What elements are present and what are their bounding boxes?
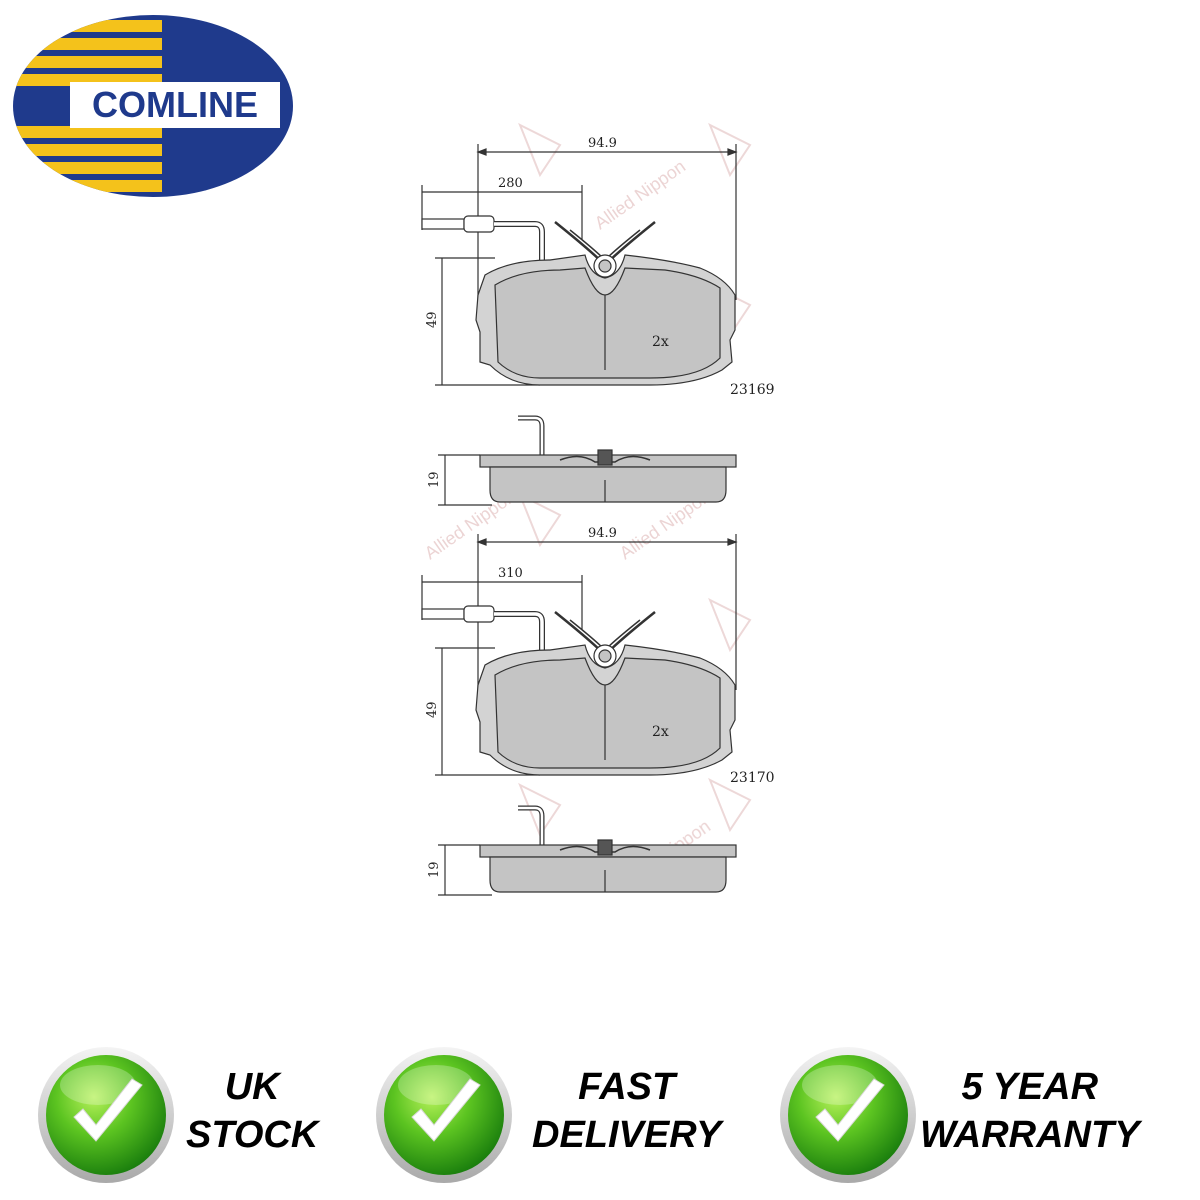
- pad-1-thickness-label: 19: [427, 471, 442, 488]
- check-circle-icon: [38, 1047, 174, 1183]
- pad-2-width-label: 94.9: [588, 526, 617, 541]
- pad-1-wire-label: 280: [498, 176, 523, 191]
- pad-1-front-view: [421, 144, 738, 386]
- badge-line-2: DELIVERY: [532, 1114, 722, 1156]
- pad-2-side-view: [438, 805, 737, 896]
- pad-2-front-view: [421, 534, 738, 776]
- badge-fast-delivery: FAST DELIVERY: [374, 1045, 764, 1185]
- badge-5-year-warranty: 5 YEAR WARRANTY: [778, 1045, 1168, 1185]
- pad-1-width-label: 94.9: [588, 136, 617, 151]
- badge-label: 5 YEAR WARRANTY: [920, 1063, 1140, 1159]
- pad-2-height-label: 49: [425, 701, 440, 718]
- pad-2-thickness-label: 19: [427, 861, 442, 878]
- comline-logo: COMLINE: [13, 15, 293, 197]
- pad-1-quantity-label: 2x: [652, 334, 669, 350]
- pad-2-wire-label: 310: [498, 566, 523, 581]
- brake-pad-drawing: Allied Nippon Allied Nippon Allied Nippo…: [421, 122, 775, 896]
- watermark-text: Allied Nippon: [591, 156, 689, 233]
- badge-label: UK STOCK: [186, 1063, 318, 1159]
- pad-1-part-number: 23169: [730, 382, 775, 398]
- badge-line-1: FAST: [578, 1066, 676, 1108]
- check-circle-icon: [780, 1047, 916, 1183]
- badge-label: FAST DELIVERY: [532, 1063, 721, 1159]
- badge-line-1: 5 YEAR: [961, 1066, 1099, 1108]
- badge-uk-stock: UK STOCK: [36, 1045, 426, 1185]
- pad-2-part-number: 23170: [730, 770, 775, 786]
- badge-line-2: WARRANTY: [920, 1114, 1140, 1156]
- badge-line-1: UK: [224, 1066, 280, 1108]
- pad-2-quantity-label: 2x: [652, 724, 669, 740]
- pad-1-height-label: 49: [425, 311, 440, 328]
- logo-text: COMLINE: [92, 84, 258, 125]
- pad-1-side-view: [438, 415, 737, 506]
- badge-line-2: STOCK: [186, 1114, 319, 1156]
- check-circle-icon: [376, 1047, 512, 1183]
